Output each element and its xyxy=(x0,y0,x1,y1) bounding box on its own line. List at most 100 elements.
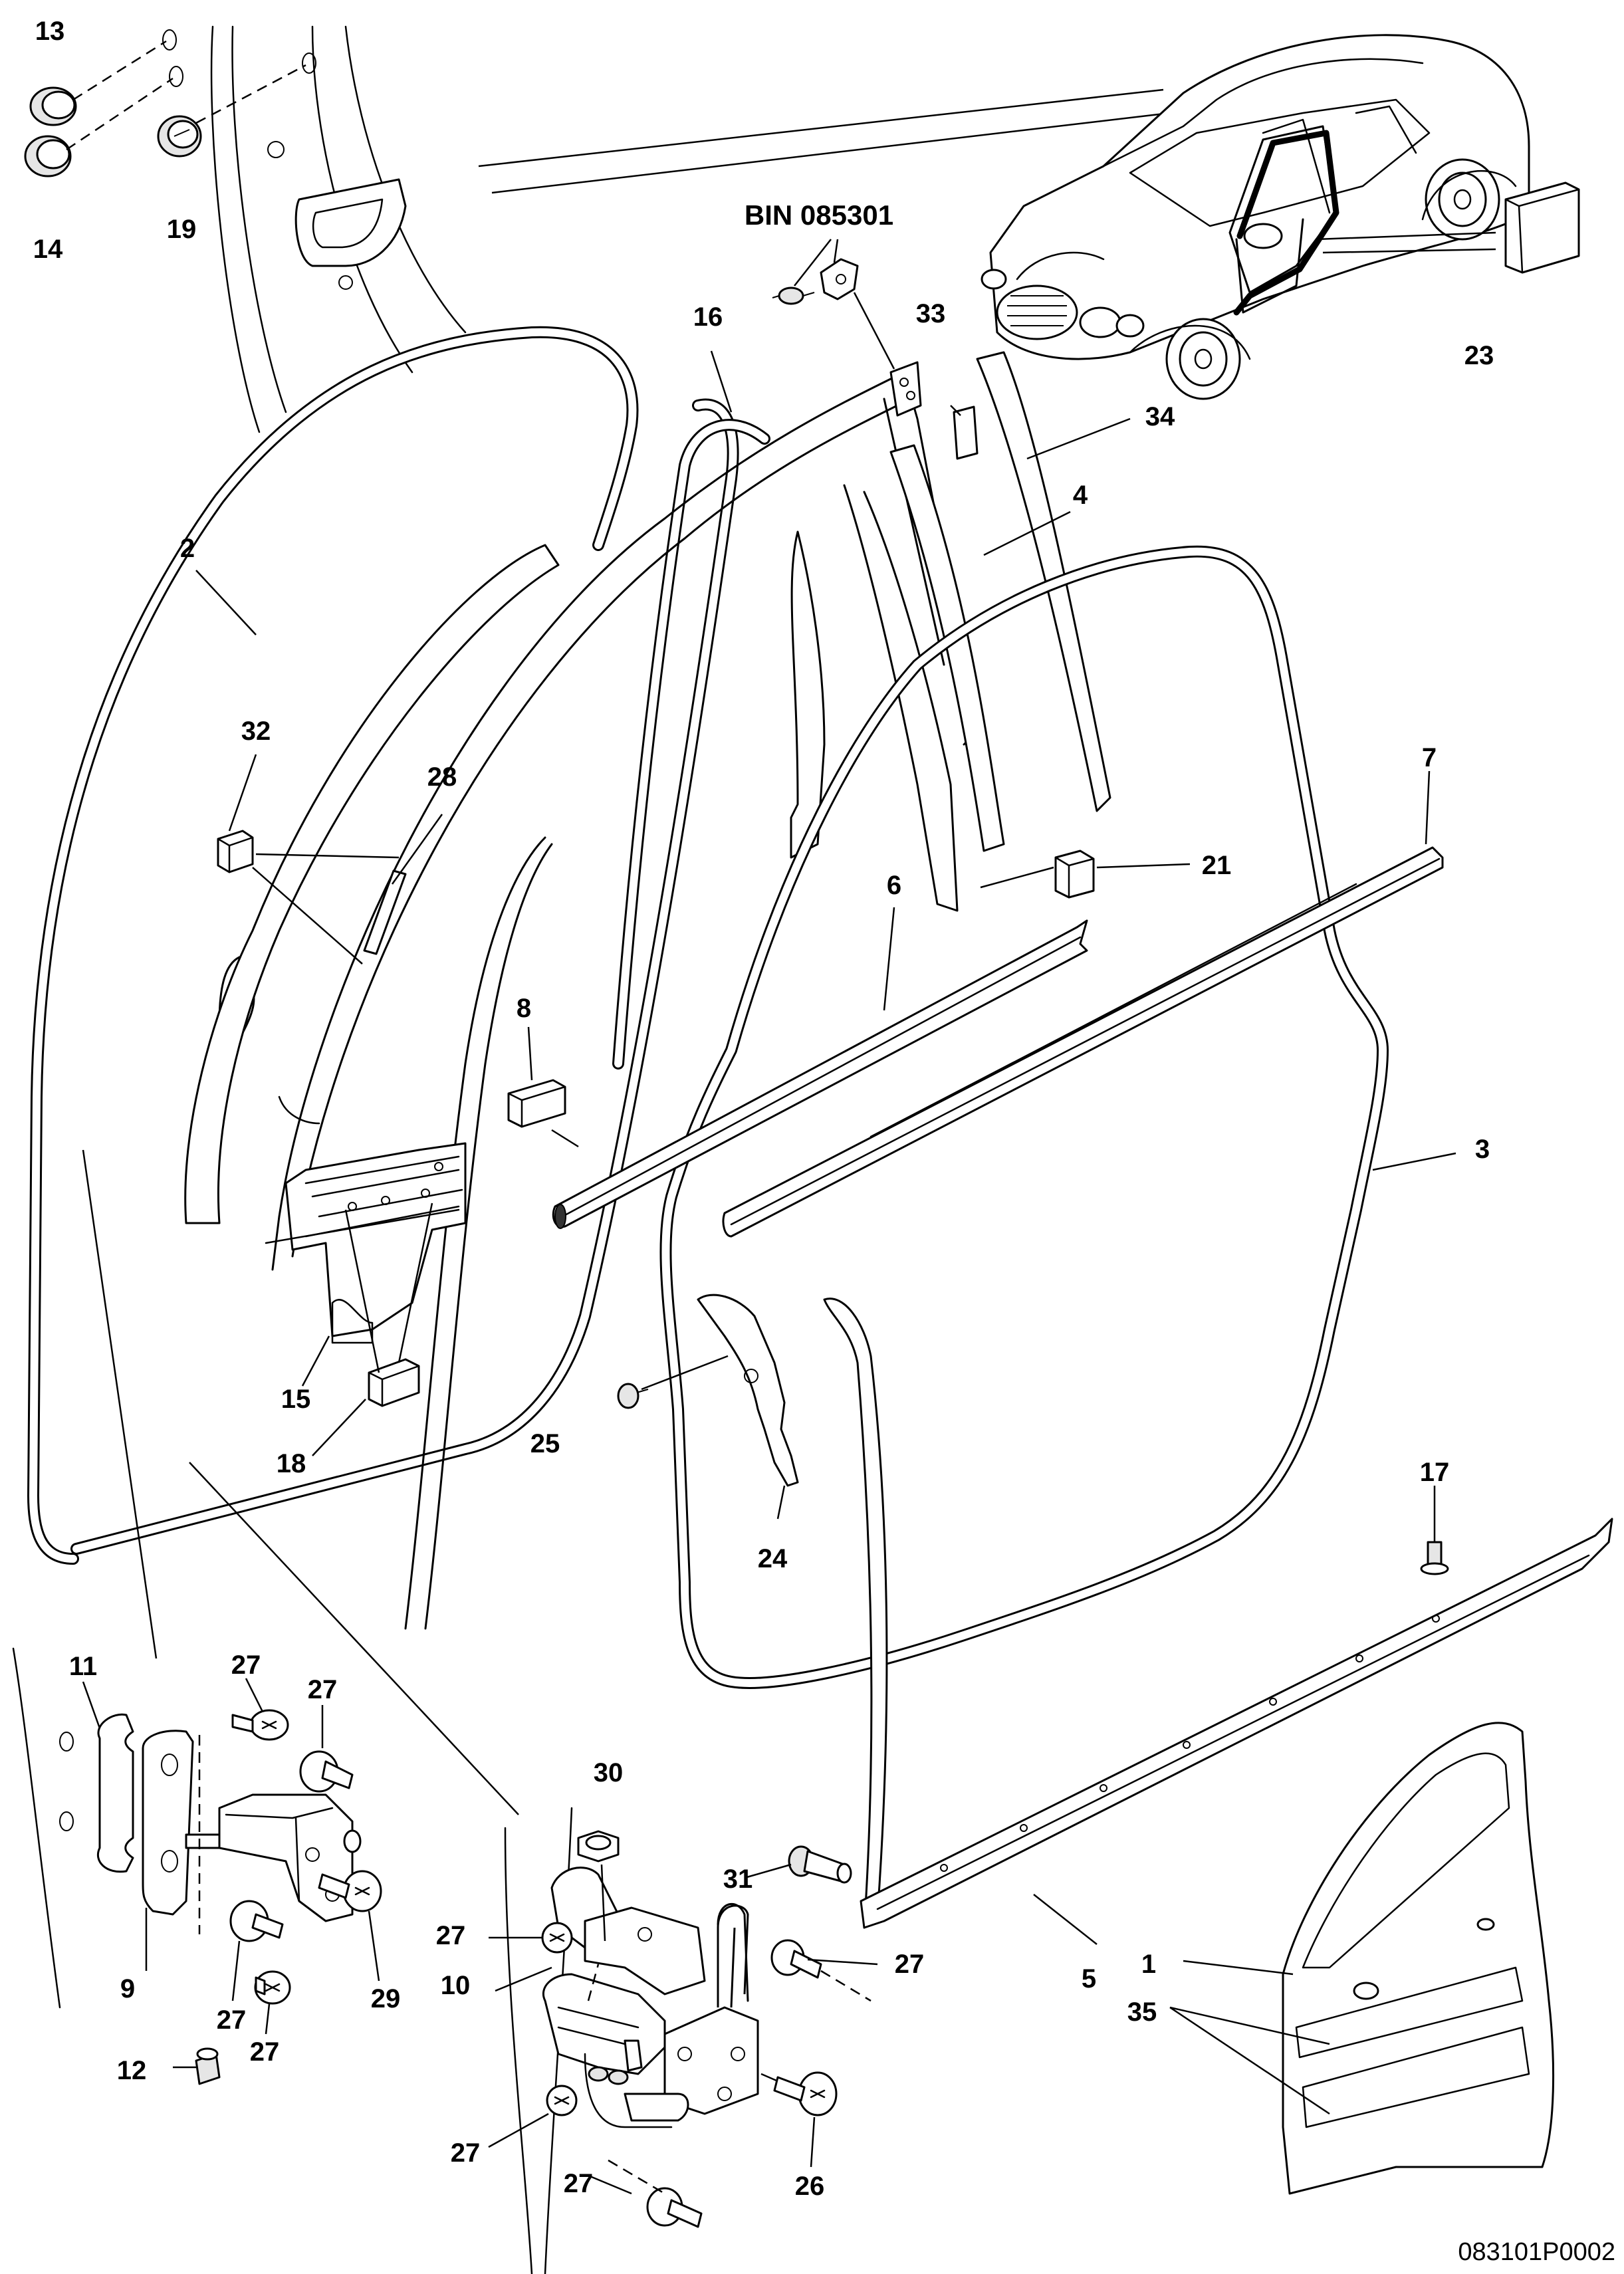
pillar-detail xyxy=(162,25,467,433)
callout-27f: 27 xyxy=(895,1950,925,1979)
callout-3: 3 xyxy=(1475,1135,1490,1164)
callout-27h: 27 xyxy=(564,2169,594,2198)
plug-19-leader xyxy=(195,64,306,124)
plug-13 xyxy=(29,86,77,126)
car-illustration xyxy=(981,34,1530,400)
plug-13-leader xyxy=(72,40,167,101)
door-frame-trim xyxy=(271,371,979,1630)
callout-27c: 27 xyxy=(217,2005,247,2035)
b-pillar-strip xyxy=(823,1298,888,1929)
callout-7: 7 xyxy=(1422,743,1437,772)
pillar-leader-b xyxy=(189,1462,519,1815)
door-1-leader xyxy=(1183,1960,1294,1976)
waist-strip-7 xyxy=(722,846,1444,1238)
car-detail-leader-1 xyxy=(478,88,1164,168)
pad-32-leader-1 xyxy=(255,853,400,859)
pad-32-leader-2 xyxy=(252,867,363,965)
lower-center-hinge xyxy=(504,1807,759,2274)
bolt-27b xyxy=(299,1750,354,1793)
callout-13: 13 xyxy=(35,17,65,46)
bolt-29 xyxy=(318,1870,382,1912)
callout-30: 30 xyxy=(594,1758,624,1787)
callout-4: 4 xyxy=(1073,481,1088,510)
bracket-24 xyxy=(697,1294,799,1487)
bolt-27c xyxy=(229,1900,284,1942)
bolt-27g xyxy=(546,2085,578,2116)
bin-leader-3 xyxy=(853,292,895,370)
callout-25: 25 xyxy=(530,1429,560,1458)
pad-33 xyxy=(953,405,979,460)
plug-14-leader xyxy=(66,77,174,151)
callout-21: 21 xyxy=(1202,851,1232,880)
pad-23-leader-2 xyxy=(1322,248,1496,254)
a-pillar-trim xyxy=(184,544,560,1224)
plug-14 xyxy=(24,135,72,177)
channel-34 xyxy=(976,351,1111,812)
callout-27a: 27 xyxy=(231,1650,261,1680)
bin-screw xyxy=(772,286,815,305)
callout-leaders xyxy=(82,350,1456,2195)
bolt-31 xyxy=(788,1845,852,1884)
bolt-27h xyxy=(646,2187,703,2228)
lower-left-hinge xyxy=(12,1647,362,2009)
callout-8: 8 xyxy=(517,994,531,1023)
pad-21-leader-1 xyxy=(980,866,1054,889)
seal-3 xyxy=(659,545,1389,1689)
pillar-leader-a xyxy=(82,1149,158,1659)
callout-29: 29 xyxy=(371,1984,401,2013)
pad-23-leader-1 xyxy=(1316,231,1496,241)
callout-6: 6 xyxy=(887,871,901,900)
nut-30-leader xyxy=(600,1864,606,1942)
nut-30 xyxy=(577,1830,620,1863)
strip-28 xyxy=(363,869,407,955)
callout-17: 17 xyxy=(1420,1458,1450,1487)
callout-23: 23 xyxy=(1464,341,1494,370)
callout-28: 28 xyxy=(427,762,457,792)
callout-24: 24 xyxy=(758,1544,788,1573)
sill-strip-5 xyxy=(860,1518,1613,1929)
plug-19 xyxy=(157,115,202,158)
bolt-26 xyxy=(773,2071,838,2116)
pad-8 xyxy=(507,1079,566,1128)
pad-18-leader-1 xyxy=(344,1209,380,1373)
trim-35-leader-2 xyxy=(1169,2006,1330,2115)
callout-27e: 27 xyxy=(436,1921,466,1950)
callout-labels: 13 14 19 16 33 34 4 23 2 32 28 7 21 6 8 … xyxy=(33,17,1494,2201)
callout-11: 11 xyxy=(69,1652,97,1681)
screw-25 xyxy=(617,1383,649,1409)
pad-8-leader xyxy=(551,1129,579,1148)
bolt-27e-leader xyxy=(587,1964,600,2001)
plug-12 xyxy=(195,2047,221,2085)
figure-reference: 083101P0002 xyxy=(1458,2238,1615,2266)
bin-leader-1 xyxy=(794,239,832,286)
pad-21 xyxy=(1054,850,1095,899)
trim-35-leader-1 xyxy=(1169,2006,1330,2045)
bolt-27f xyxy=(770,1939,822,1979)
callout-10: 10 xyxy=(441,1971,471,2000)
callout-32: 32 xyxy=(241,717,271,746)
bolt-27d xyxy=(254,1970,291,2005)
seal-16 xyxy=(70,398,770,1555)
callout-14: 14 xyxy=(33,235,63,264)
bin-label: BIN 085301 xyxy=(745,199,893,231)
bolt-26-leader xyxy=(760,2073,777,2082)
pad-21-leader-2 xyxy=(1096,863,1191,869)
callout-31: 31 xyxy=(723,1865,753,1894)
callout-35: 35 xyxy=(1127,1997,1157,2027)
callout-27g: 27 xyxy=(451,2138,481,2168)
bracket-15 xyxy=(265,1095,467,1344)
seal-2 xyxy=(27,326,639,1565)
callout-18: 18 xyxy=(277,1449,306,1478)
bolt-27e xyxy=(541,1922,573,1954)
screw-17 xyxy=(1420,1541,1449,1575)
bolt-27f-leader xyxy=(820,1970,871,2002)
callout-34: 34 xyxy=(1145,402,1175,431)
callout-16: 16 xyxy=(693,302,723,332)
pad-18-leader-2 xyxy=(398,1202,433,1363)
screw-25-leader xyxy=(641,1355,729,1391)
upper-frame-corner xyxy=(889,361,922,417)
callout-19: 19 xyxy=(167,215,197,244)
pad-23 xyxy=(1504,181,1580,274)
callout-15: 15 xyxy=(281,1385,311,1414)
